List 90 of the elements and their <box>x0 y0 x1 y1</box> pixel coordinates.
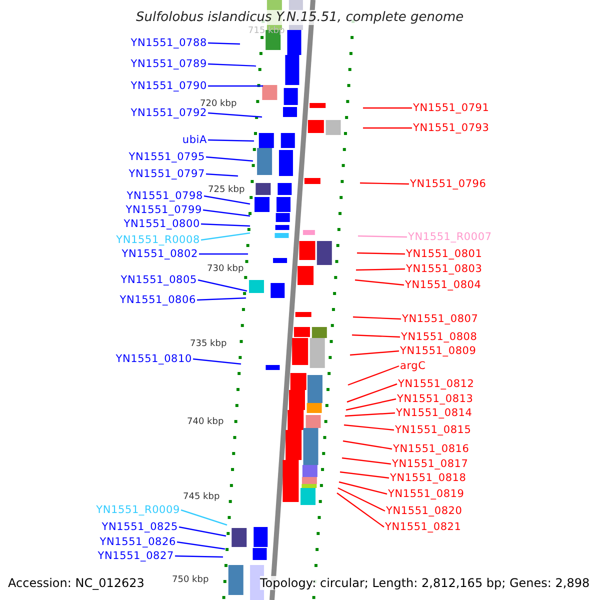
leader-line <box>200 232 250 241</box>
gene-label: YN1551_0815 <box>395 424 472 436</box>
leader-line <box>342 457 392 465</box>
leader-line <box>363 127 412 129</box>
gene-label: YN1551_0800 <box>124 218 200 230</box>
leader-line <box>178 526 226 537</box>
leader-line <box>208 85 263 87</box>
gene-label: YN1551_R0009 <box>96 504 180 516</box>
gene-label: YN1551_0791 <box>413 102 490 114</box>
gene-label: YN1551_0789 <box>130 58 207 70</box>
gene-label: YN1551_0818 <box>390 472 466 484</box>
leader-line <box>340 471 390 479</box>
gene-label: YN1551_0825 <box>102 521 178 533</box>
leader-line <box>180 509 228 526</box>
leader-line <box>174 555 224 558</box>
gene-label: YN1551_0820 <box>386 505 462 517</box>
gene-label: YN1551_0821 <box>385 521 462 533</box>
gene-label: YN1551_0799 <box>126 204 202 216</box>
leader-line <box>352 334 400 338</box>
gene-label: YN1551_0803 <box>406 263 482 275</box>
gene-label: YN1551_0812 <box>398 378 474 390</box>
gene-label: argC <box>400 360 426 372</box>
leader-line <box>342 440 392 450</box>
leader-line <box>350 350 400 356</box>
leader-line <box>338 487 386 512</box>
gene-label: YN1551_0826 <box>100 536 176 548</box>
gene-label: YN1551_0796 <box>410 178 486 190</box>
gene-label: YN1551_0827 <box>98 550 174 562</box>
gene-label: YN1551_0816 <box>393 443 470 455</box>
leader-line <box>204 195 250 205</box>
leader-line <box>176 541 226 550</box>
gene-label: YN1551_0807 <box>402 313 478 325</box>
leader-line <box>208 63 256 67</box>
leader-line <box>199 253 248 255</box>
gene-label: YN1551_R0007 <box>408 231 492 243</box>
leader-line <box>338 481 388 495</box>
leader-line <box>202 209 250 217</box>
leader-line <box>336 492 384 528</box>
gene-label: YN1551_0808 <box>401 331 478 343</box>
leader-line <box>360 182 410 185</box>
gene-label: YN1551_0792 <box>130 107 207 119</box>
accession-label: Accession: NC_012623 <box>8 576 144 590</box>
leader-line <box>344 412 396 417</box>
leader-line <box>346 398 396 411</box>
leader-line <box>196 297 246 301</box>
gene-label: YN1551_0817 <box>392 458 468 470</box>
leader-line <box>206 173 238 177</box>
gene-label: YN1551_0804 <box>405 279 482 291</box>
gene-label: YN1551_0810 <box>116 353 192 365</box>
gene-label: YN1551_0797 <box>128 168 205 180</box>
scale-label: 750 kbp <box>172 574 209 586</box>
gene-label: YN1551_0793 <box>413 122 490 134</box>
leader-line <box>192 358 242 365</box>
gene-label: ubiA <box>182 134 207 146</box>
gene-label: YN1551_0790 <box>130 80 207 92</box>
gene-label: YN1551_0798 <box>126 190 203 202</box>
gene-label: YN1551_R0008 <box>116 234 200 246</box>
scale-label: 735 kbp <box>190 338 227 350</box>
gene-label: YN1551_0814 <box>396 407 472 419</box>
gene-label: YN1551_0806 <box>120 294 196 306</box>
scale-label: 745 kbp <box>183 491 220 503</box>
gene-label: YN1551_0813 <box>397 393 474 405</box>
genome-summary-label: Topology: circular; Length: 2,812,165 bp; Genes: 2,898 <box>260 576 590 590</box>
title: Sulfolobus islandicus Y.N.15.51, complete genome <box>136 10 464 25</box>
scale-label: 730 kbp <box>207 263 244 275</box>
leader-line <box>348 365 400 386</box>
scale-label: 720 kbp <box>200 98 237 109</box>
leader-line <box>208 139 254 142</box>
leader-line <box>206 156 254 162</box>
leader-line <box>352 316 402 320</box>
scale-label: 725 kbp <box>208 184 245 196</box>
gene-label: YN1551_0802 <box>122 248 198 260</box>
gene-label: YN1551_0819 <box>388 488 464 500</box>
gene-label: YN1551_0788 <box>130 37 207 49</box>
leader-line <box>346 383 398 403</box>
scale-label: 740 kbp <box>187 416 224 428</box>
leader-line <box>208 42 240 45</box>
leader-line <box>198 279 248 292</box>
leader-line <box>356 252 406 255</box>
gene-label: YN1551_0801 <box>406 248 482 260</box>
leader-line <box>354 279 404 286</box>
leader-line <box>358 235 408 238</box>
leader-line <box>356 268 406 271</box>
gene-label: YN1551_0809 <box>400 345 476 357</box>
leader-line <box>344 424 394 431</box>
leader-line <box>200 223 250 227</box>
gene-label: YN1551_0805 <box>120 274 197 286</box>
gene-label: YN1551_0795 <box>128 151 205 163</box>
leader-line <box>363 107 412 109</box>
leader-line <box>208 112 262 118</box>
